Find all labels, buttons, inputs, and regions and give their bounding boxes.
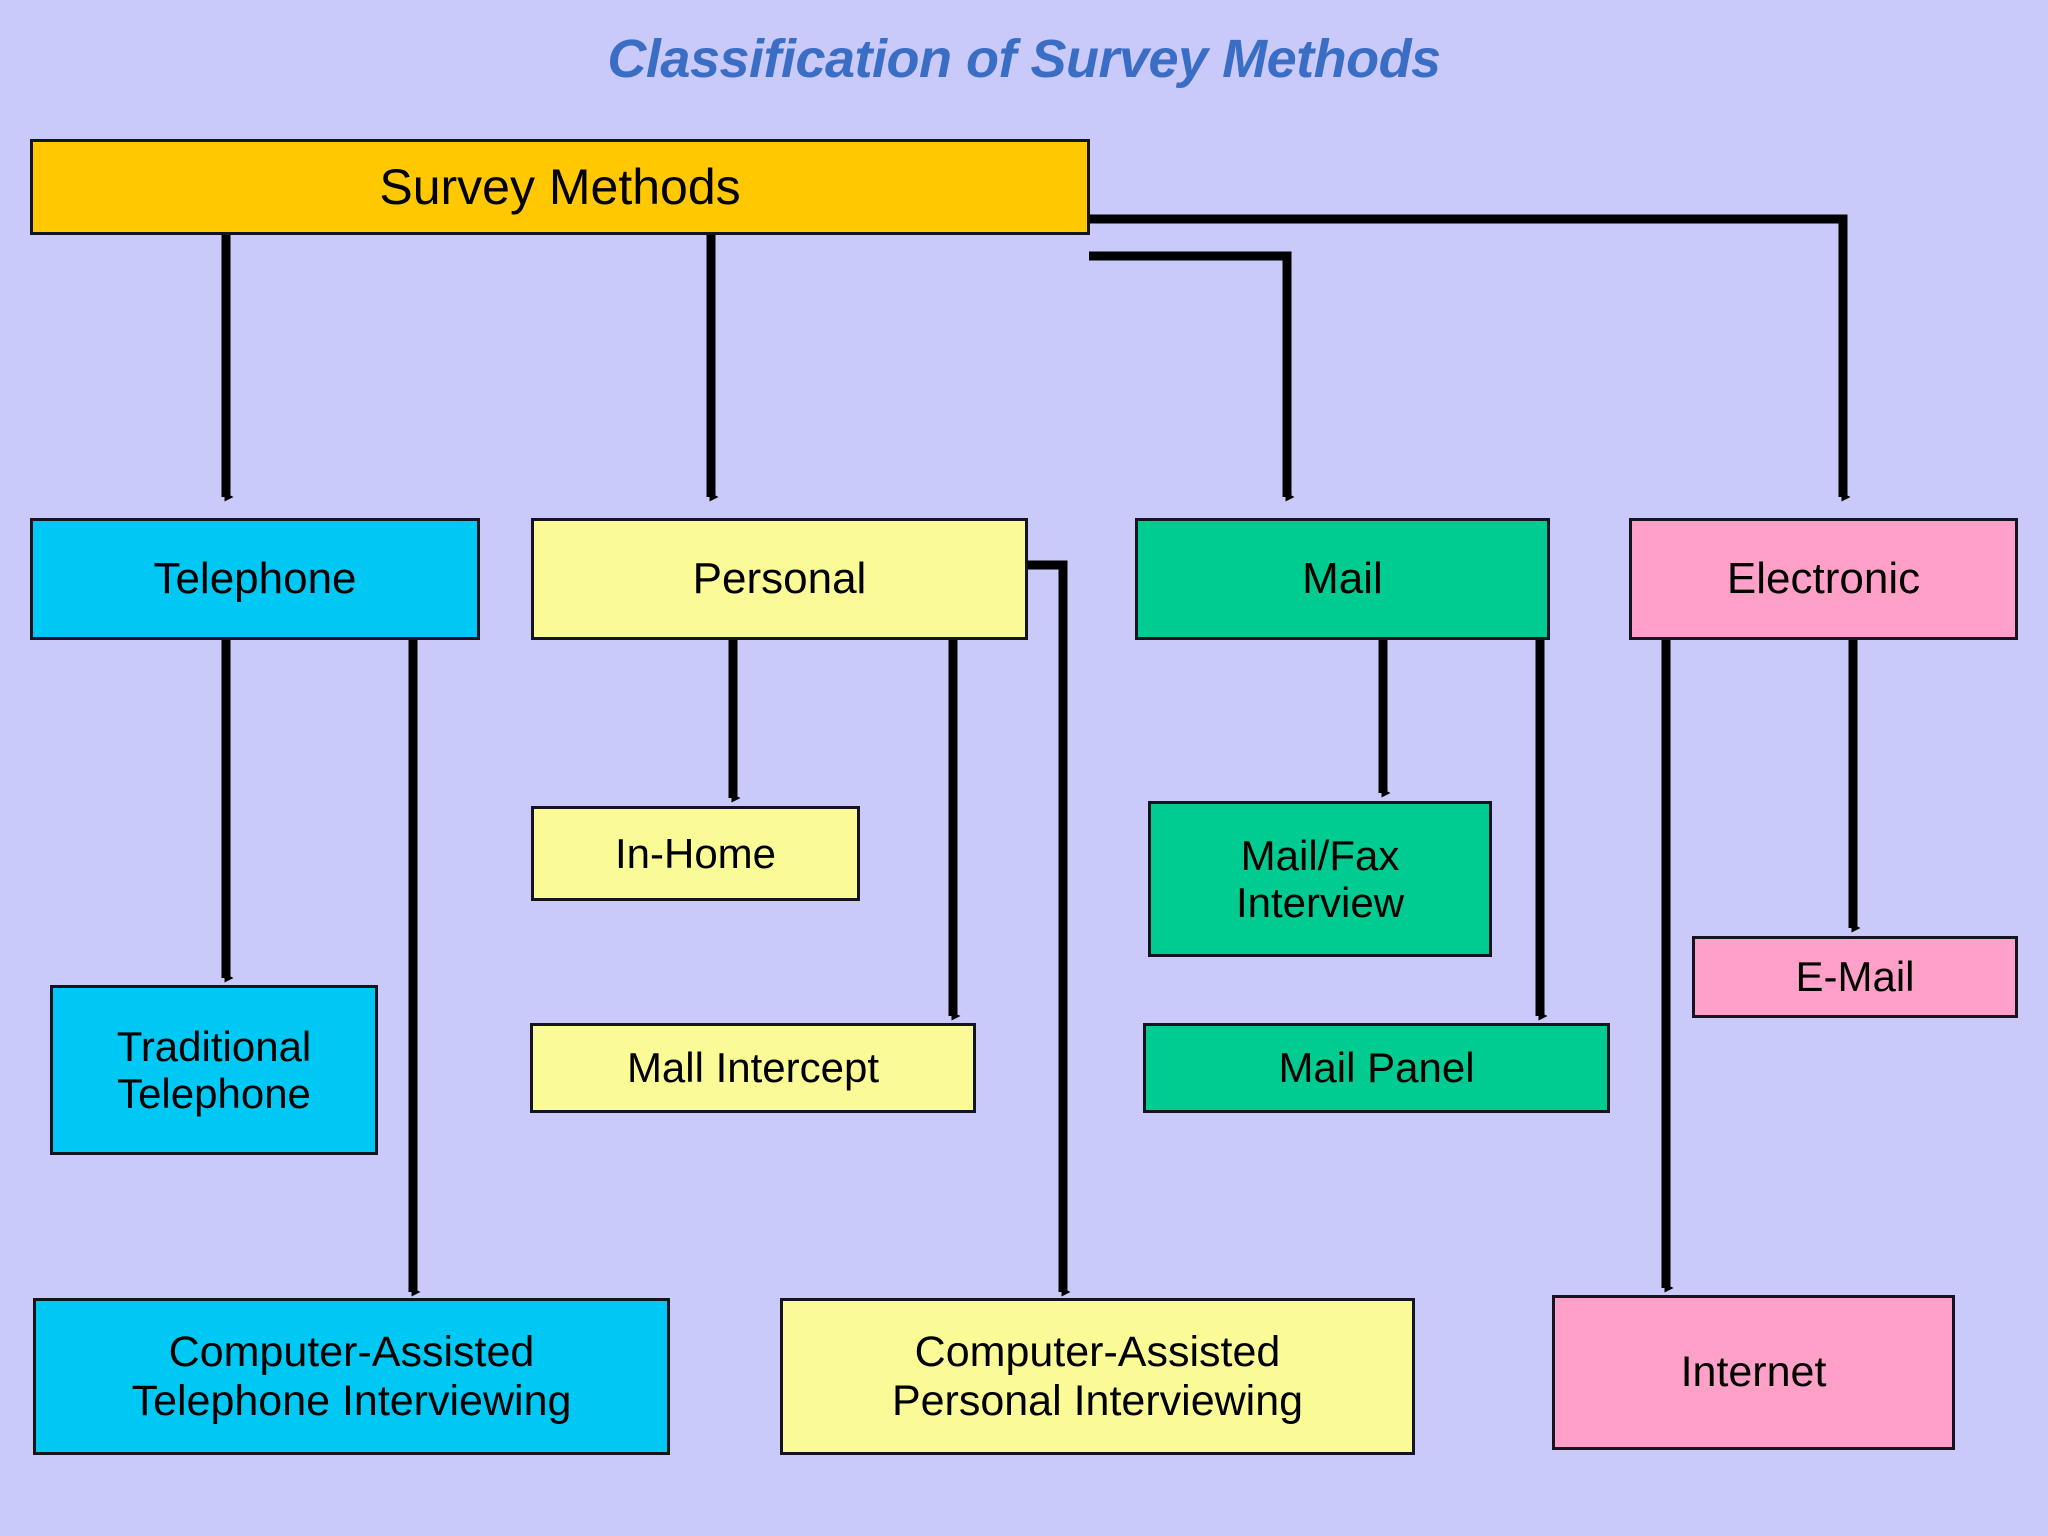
node-electronic-label: Electronic xyxy=(1726,554,1921,604)
node-in-home-label: In-Home xyxy=(614,829,777,877)
node-personal-label: Personal xyxy=(692,554,867,604)
connector-personal-to-capi xyxy=(1028,560,1071,1297)
node-capi-label-line2: Personal Interviewing xyxy=(891,1376,1304,1425)
node-mall-intercept[interactable]: Mall Intercept xyxy=(530,1023,976,1113)
node-mail-fax-interview-label-line1: Mail/Fax xyxy=(1240,831,1400,879)
node-in-home[interactable]: In-Home xyxy=(531,806,860,901)
node-personal[interactable]: Personal xyxy=(531,518,1028,640)
node-mail-fax-interview-label-line2: Interview xyxy=(1235,879,1405,926)
node-cati[interactable]: Computer-Assisted Telephone Interviewing xyxy=(33,1298,670,1455)
node-mall-intercept-label: Mall Intercept xyxy=(626,1044,880,1092)
node-internet[interactable]: Internet xyxy=(1552,1295,1955,1450)
connector-root-to-electronic xyxy=(1089,214,1851,502)
node-cati-label-line1: Computer-Assisted xyxy=(168,1328,535,1377)
node-mail-panel-label: Mail Panel xyxy=(1278,1044,1475,1092)
node-electronic[interactable]: Electronic xyxy=(1629,518,2018,640)
node-survey-methods-label: Survey Methods xyxy=(379,159,741,215)
node-cati-label-line2: Telephone Interviewing xyxy=(131,1376,572,1425)
node-mail-label: Mail xyxy=(1302,554,1383,604)
node-internet-label: Internet xyxy=(1680,1348,1827,1397)
connector-root-to-mail xyxy=(1089,251,1295,502)
node-traditional-telephone[interactable]: Traditional Telephone xyxy=(50,985,378,1155)
page-title: Classification of Survey Methods xyxy=(607,29,1441,89)
node-telephone[interactable]: Telephone xyxy=(30,518,480,640)
node-traditional-telephone-label-line1: Traditional xyxy=(116,1022,312,1070)
node-capi[interactable]: Computer-Assisted Personal Interviewing xyxy=(780,1298,1415,1455)
node-survey-methods[interactable]: Survey Methods xyxy=(30,139,1090,235)
node-capi-label-line1: Computer-Assisted xyxy=(914,1328,1281,1377)
node-e-mail-label: E-Mail xyxy=(1795,953,1915,1001)
node-mail-panel[interactable]: Mail Panel xyxy=(1143,1023,1610,1113)
node-mail[interactable]: Mail xyxy=(1135,518,1550,640)
node-mail-fax-interview[interactable]: Mail/Fax Interview xyxy=(1148,801,1492,957)
node-telephone-label: Telephone xyxy=(153,554,357,604)
node-traditional-telephone-label-line2: Telephone xyxy=(117,1070,311,1117)
node-e-mail[interactable]: E-Mail xyxy=(1692,936,2018,1018)
